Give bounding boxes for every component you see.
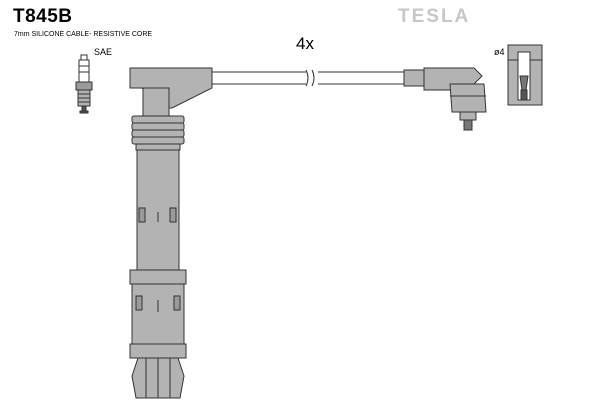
terminal-icon bbox=[507, 44, 543, 106]
brand-logo: TESLA bbox=[398, 6, 471, 27]
plug-type-label: SAE bbox=[94, 47, 113, 57]
spark-plug-icon bbox=[75, 54, 93, 114]
coil-boot-angled bbox=[403, 67, 487, 131]
plug-boot-straight bbox=[129, 67, 213, 399]
ignition-cable bbox=[212, 69, 424, 87]
cable-description: 7mm SILICONE CABLE- RESISTIVE CORE bbox=[14, 31, 153, 38]
part-number: T845B bbox=[13, 6, 73, 27]
quantity-label: 4x bbox=[296, 34, 314, 53]
terminal-diameter-label: ø4 bbox=[494, 47, 505, 57]
